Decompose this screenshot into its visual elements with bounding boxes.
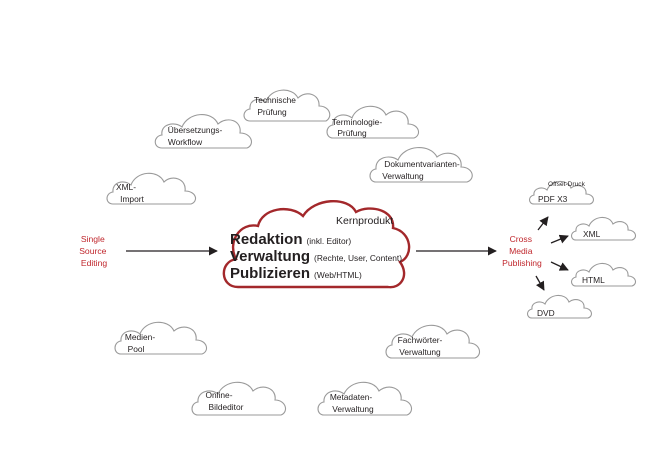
cloud-fachwoerter-verwaltung: Fachwörter-Verwaltung: [385, 324, 481, 359]
cloud-label: XML: [583, 229, 601, 239]
cloud-label: Online-Bildeditor: [206, 390, 244, 412]
publizieren-line: Publizieren(Web/HTML): [230, 265, 362, 282]
cloud-label: XML-Import: [116, 182, 145, 204]
cross-media-publishing-label: Cross Media Publishing: [502, 234, 542, 268]
arrow-to-dvd: [535, 275, 545, 291]
arrow-to-html: [550, 261, 569, 271]
cloud-terminologie-pruefung: Terminologie-Prüfung: [326, 105, 420, 139]
cloud-medien-pool: Medien-Pool: [114, 321, 208, 355]
main-cloud-text: Kernprodukt Redaktion(inkl. Editor) Verw…: [230, 215, 402, 282]
cloud-pdf-x3: Offset-Druck PDF X3: [528, 180, 595, 205]
cloud-uebersetzungs-workflow: Übersetzungs-Workflow: [154, 114, 253, 149]
cloud-dokumentvarianten-verwaltung: Dokumentvarianten-Verwaltung: [369, 147, 473, 183]
main-cloud: [222, 199, 411, 289]
cloud-label: Terminologie-Prüfung: [332, 117, 382, 138]
cloud-dvd-output: DVD: [526, 294, 593, 319]
cloud-label: Übersetzungs-Workflow: [168, 125, 223, 147]
cloud-label: Medien-Pool: [125, 332, 155, 354]
cloud-label: Fachwörter-Verwaltung: [398, 335, 443, 357]
cloud-label: PDF X3: [538, 194, 568, 204]
cloud-html-output: HTML: [570, 262, 637, 287]
verwaltung-line: Verwaltung(Rechte, User, Content): [230, 248, 402, 265]
single-source-editing-label: Single Source Editing: [79, 234, 109, 268]
cloud-xml-output: XML: [570, 216, 637, 241]
arrow-to-xml: [550, 234, 569, 244]
cloud-label: Dokumentvarianten-Verwaltung: [382, 159, 460, 181]
cloud-metadaten-verwaltung: Metadaten-Verwaltung: [317, 381, 413, 416]
redaktion-line: Redaktion(inkl. Editor): [230, 231, 351, 248]
cloud-label: DVD: [537, 308, 555, 318]
arrow-to-pdf: [537, 216, 549, 231]
cloud-label: Metadaten-Verwaltung: [330, 392, 374, 414]
cloud-xml-import: XML-Import: [106, 172, 197, 205]
cloud-label: HTML: [582, 275, 605, 285]
offset-druck-label: Offset-Druck: [548, 181, 586, 188]
cloud-online-bildeditor: Online-Bildeditor: [191, 381, 287, 416]
kernprodukt-label: Kernprodukt: [336, 215, 393, 227]
